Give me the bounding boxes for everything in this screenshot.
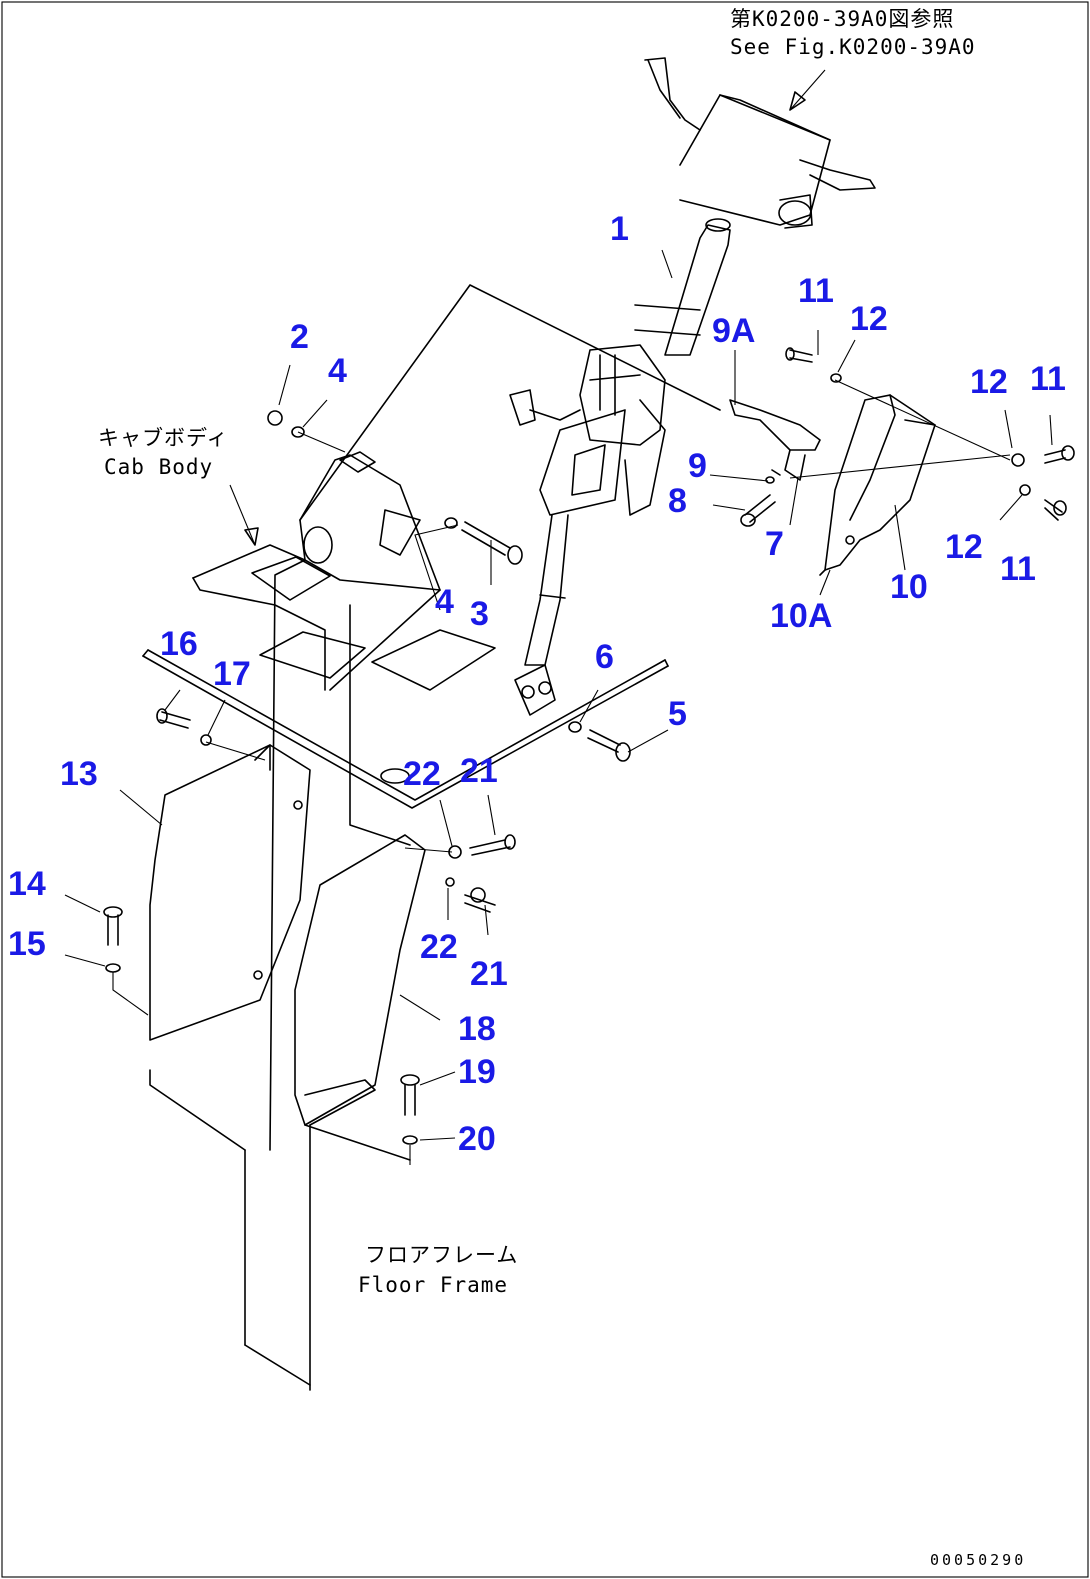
column-cover bbox=[149, 284, 721, 1386]
callout-22-upper: 22 bbox=[403, 755, 441, 793]
left-cover bbox=[149, 744, 311, 1041]
hardware bbox=[103, 347, 1075, 1145]
callout-4-upper: 4 bbox=[328, 352, 347, 390]
callout-8: 8 bbox=[668, 482, 687, 520]
steering-column bbox=[509, 218, 731, 716]
cab-body-label-en: Cab Body bbox=[104, 455, 213, 479]
callout-3: 3 bbox=[470, 595, 489, 633]
callout-19: 19 bbox=[458, 1053, 496, 1091]
callout-21-lower: 21 bbox=[470, 955, 508, 993]
callout-4-lower: 4 bbox=[435, 583, 454, 621]
drawing-code: 00050290 bbox=[930, 1551, 1026, 1569]
callout-9: 9 bbox=[688, 447, 707, 485]
callout-17: 17 bbox=[213, 655, 251, 693]
callout-15: 15 bbox=[8, 925, 46, 963]
callout-9a: 9A bbox=[712, 312, 755, 350]
notes: 第K0200-39A0図参照 See Fig.K0200-39A0 キャブボディ… bbox=[98, 7, 1026, 1569]
callout-13: 13 bbox=[60, 755, 98, 793]
leader-lines bbox=[64, 69, 1053, 1165]
callout-10a: 10A bbox=[770, 597, 832, 635]
callout-20: 20 bbox=[458, 1120, 496, 1158]
column-bracket bbox=[819, 394, 936, 576]
callout-11-right-lower: 11 bbox=[1000, 550, 1036, 588]
reference-note-en: See Fig.K0200-39A0 bbox=[730, 35, 976, 59]
floor-frame-plate bbox=[142, 556, 669, 809]
callout-21-upper: 21 bbox=[460, 752, 498, 790]
callout-12-right-upper: 12 bbox=[970, 363, 1008, 401]
callout-2: 2 bbox=[290, 318, 309, 356]
floor-frame-label-jp: フロアフレーム bbox=[365, 1243, 518, 1267]
combination-switch bbox=[644, 57, 876, 229]
callout-10: 10 bbox=[890, 568, 928, 606]
callout-5: 5 bbox=[668, 695, 687, 733]
callout-16: 16 bbox=[160, 625, 198, 663]
callout-1: 1 bbox=[610, 210, 629, 248]
right-cover bbox=[294, 834, 426, 1391]
callout-11-right-upper: 11 bbox=[1030, 360, 1066, 398]
reference-note-jp: 第K0200-39A0図参照 bbox=[730, 7, 954, 31]
tilt-lever bbox=[729, 399, 821, 481]
callout-11-top: 11 bbox=[798, 272, 834, 310]
callout-12-right-lower: 12 bbox=[945, 528, 983, 566]
callout-labels: 1 2 3 4 4 5 6 7 8 9 9A 10 10A 11 11 11 1… bbox=[8, 210, 1066, 1158]
callout-6: 6 bbox=[595, 638, 614, 676]
callout-18: 18 bbox=[458, 1010, 496, 1048]
floor-frame-label-en: Floor Frame bbox=[358, 1273, 508, 1297]
callout-14: 14 bbox=[8, 865, 46, 903]
callout-22-lower: 22 bbox=[420, 928, 458, 966]
callout-7: 7 bbox=[765, 525, 784, 563]
callout-12-top: 12 bbox=[850, 300, 888, 338]
cab-body-label-jp: キャブボディ bbox=[98, 426, 229, 450]
